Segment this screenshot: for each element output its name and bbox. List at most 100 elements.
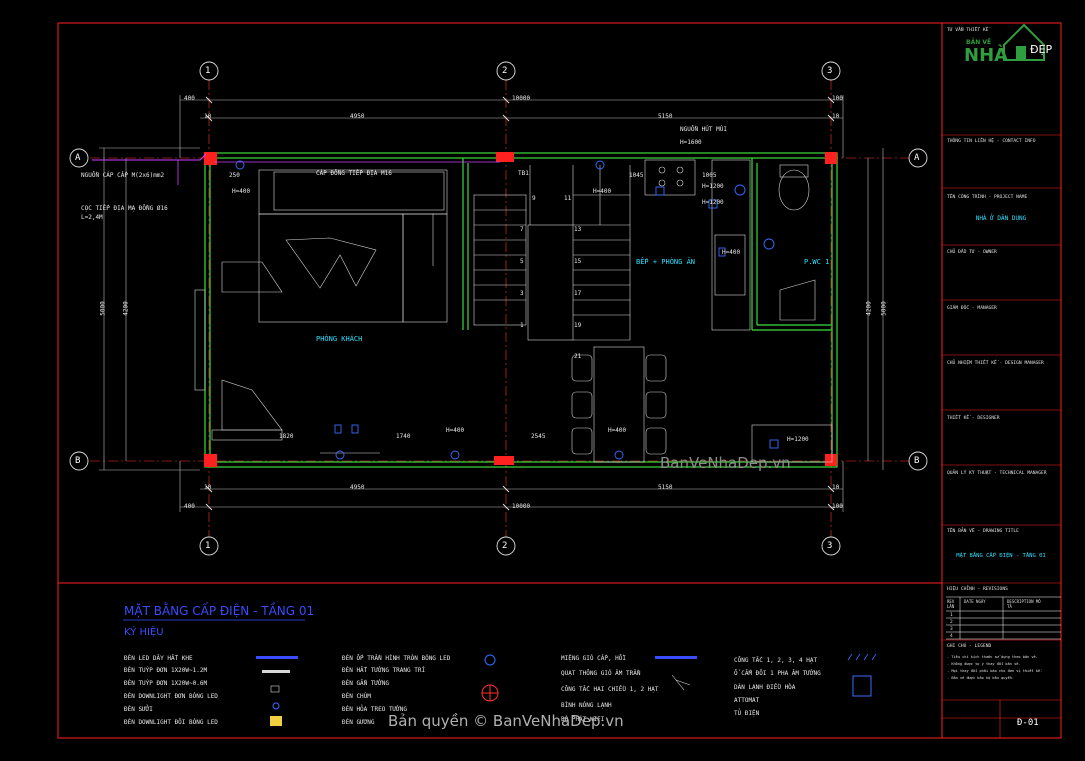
stair-number: 11	[564, 195, 572, 202]
grid-label-a-right: A	[914, 153, 920, 163]
columns	[204, 152, 837, 467]
dim-right-span-bottom: 5150	[658, 484, 673, 491]
legend-subtitle: KÝ HIỆU	[124, 627, 164, 638]
stair-number: 17	[574, 290, 582, 297]
note-line: - Mọi thay đổi phải báo cho đơn vị thiết…	[947, 669, 1043, 673]
legend-item: ATTOMAT	[734, 697, 760, 704]
stair-number: 13	[574, 226, 582, 233]
height-label-400-c: H=400	[446, 427, 465, 434]
legend-item: ĐÈN GƯƠNG	[342, 719, 375, 726]
dim-1740: 1740	[396, 433, 411, 440]
rev-row: 1	[950, 613, 953, 618]
dim-1045: 1045	[629, 172, 644, 179]
stair-number: 7	[520, 226, 524, 233]
stair-number: 9	[532, 195, 536, 202]
grid-label-b-left: B	[75, 456, 81, 466]
rev-col: DATE NGÀY	[964, 599, 986, 604]
dim-overall-bottom: 10000	[512, 503, 531, 510]
height-label-400-b: H=400	[593, 188, 612, 195]
grid-label-2: 2	[502, 66, 508, 76]
legend-item: CÔNG TẮC HAI CHIỀU 1, 2 HẠT	[561, 686, 659, 693]
copyright-watermark: Bản quyền © BanVeNhaDep.vn	[388, 712, 624, 730]
tech-manager-label: QUẢN LÝ KỸ THUẬT - TECHNICAL MANAGER	[947, 471, 1047, 476]
legend-item: ĐÈN TUÝP ĐƠN 1X20W~1.2M	[124, 667, 208, 674]
consultant-label: TƯ VẤN THIẾT KẾ	[947, 28, 989, 33]
dim-10-bottom-right: 10	[832, 484, 840, 491]
dim-250: 250	[229, 172, 240, 179]
legend-item: DÀN LẠNH ĐIỀU HÒA	[734, 684, 796, 691]
legend-item: CÔNG TẮC 1, 2, 3, 4 HẠT	[734, 657, 818, 664]
furniture	[194, 159, 833, 463]
grid-label-b-right: B	[914, 456, 920, 466]
dim-400-top: 400	[184, 95, 195, 102]
legend-item: TỦ ĐIỆN	[734, 710, 760, 717]
dim-400-bottom: 400	[184, 503, 195, 510]
electrical-symbols	[235, 160, 779, 460]
dim-overall-top: 10000	[512, 95, 531, 102]
legend-item: ĐÈN SƯỞI	[124, 706, 153, 713]
note-line: - Bản vẽ được bảo hộ bản quyền.	[947, 676, 1015, 680]
room-living: PHÒNG KHÁCH	[316, 335, 363, 343]
title-block: TƯ VẤN THIẾT KẾ BẢN VẼ NHÀ ĐẸP THÔNG TIN…	[942, 23, 1061, 738]
legend-item: BÌNH NÓNG LẠNH	[561, 702, 612, 709]
notes-label: GHI CHÚ - LEGEND	[947, 644, 992, 649]
dim-left-span-top: 4950	[350, 113, 365, 120]
rev-col: DESCRIPTION MÔ TẢ	[1007, 599, 1041, 609]
title-block-lines	[942, 134, 1061, 738]
height-label-400-d: H=400	[608, 427, 627, 434]
note-line: - Tiêu chí kích thước sử dụng theo bản v…	[947, 655, 1038, 659]
rev-row: 2	[950, 620, 953, 625]
stair-number: 21	[574, 353, 582, 360]
legend-item: ĐÈN ỐP TRẦN HÌNH TRÒN BÓNG LED	[342, 655, 451, 662]
dim-100-top: 100	[832, 95, 843, 102]
height-label-1200-b: H=1200	[702, 199, 724, 206]
logo-right-text: ĐẸP	[1030, 43, 1053, 56]
stair-number: 3	[520, 290, 524, 297]
grid-label-3-bottom: 3	[827, 541, 833, 551]
grid-bubbles	[69, 61, 928, 556]
rev-row: 4	[950, 634, 953, 639]
legend-item: ĐÈN GẮN TƯỜNG	[342, 680, 389, 687]
stair-number: 15	[574, 258, 582, 265]
drawing-frame	[57, 22, 1062, 739]
dim-10-top-right: 10	[832, 113, 840, 120]
legend-item: MIỆNG GIÓ CẤP, HỒI	[561, 655, 627, 662]
legend-symbols	[256, 653, 877, 726]
conduit-length: L=2,4M	[81, 214, 103, 221]
conduit-label: CỌC TIẾP ĐỊA MẠ ĐỒNG Ø16	[81, 205, 168, 212]
manager-label: GIÁM ĐỐC - MANAGER	[947, 306, 997, 311]
legend-title: MẶT BẰNG CẤP ĐIỆN - TẦNG 01	[124, 604, 315, 618]
grid-label-1-bottom: 1	[205, 541, 211, 551]
legend-item: Ổ CẮM ĐÔI 1 PHA ÂM TƯỜNG	[734, 670, 821, 677]
project-name: NHÀ Ở DÂN DỤNG	[975, 215, 1027, 222]
ground-cable-label: CÁP ĐỒNG TIẾP ĐỊA M16	[316, 170, 392, 177]
dimension-lines	[99, 95, 884, 512]
exhaust-label: NGUỒN HÚT MÙI	[680, 126, 727, 133]
sheet-number: Đ-01	[1017, 718, 1039, 728]
legend-item: ĐÈN TUÝP ĐƠN 1X20W~0.6M	[124, 680, 208, 687]
dim-5000-right: 5000	[880, 301, 888, 316]
legend-item: ĐÈN DOWNLIGHT ĐÔI BÓNG LED	[124, 719, 218, 726]
cable-line	[92, 153, 207, 161]
grid-label-3: 3	[827, 66, 833, 76]
grid-label-a-left: A	[75, 153, 81, 163]
dim-5000-left: 5000	[99, 301, 107, 316]
dim-100-bottom: 100	[832, 503, 843, 510]
legend-item: QUẠT THÔNG GIÓ ÂM TRẦN	[561, 670, 641, 677]
rev-col: REV LẦN	[947, 599, 955, 609]
cable-source-label: NGUỒN CÁP CẤP M(2x6)mm2	[81, 172, 165, 179]
dim-right-span-top: 5150	[658, 113, 673, 120]
logo-top-text: BẢN VẼ	[966, 39, 992, 46]
legend-item: ĐÈN CHÙM	[342, 693, 371, 700]
dim-10-top: 10	[204, 113, 212, 120]
revision-label: HIỆU CHỈNH - REVISIONS	[947, 587, 1008, 592]
height-label-400: H=400	[232, 188, 251, 195]
legend-item: BỘ PHÁT WIFI	[561, 716, 605, 723]
height-label-800: H=400	[722, 249, 741, 256]
legend-item: ĐÈN HẮT TƯỜNG TRANG TRÍ	[342, 667, 426, 674]
grid-label-1: 1	[205, 66, 211, 76]
rev-row: 3	[950, 627, 953, 632]
dim-1820: 1820	[279, 433, 294, 440]
project-label: TÊN CÔNG TRÌNH - PROJECT NAME	[947, 195, 1028, 200]
height-label-1200-c: H=1200	[787, 436, 809, 443]
